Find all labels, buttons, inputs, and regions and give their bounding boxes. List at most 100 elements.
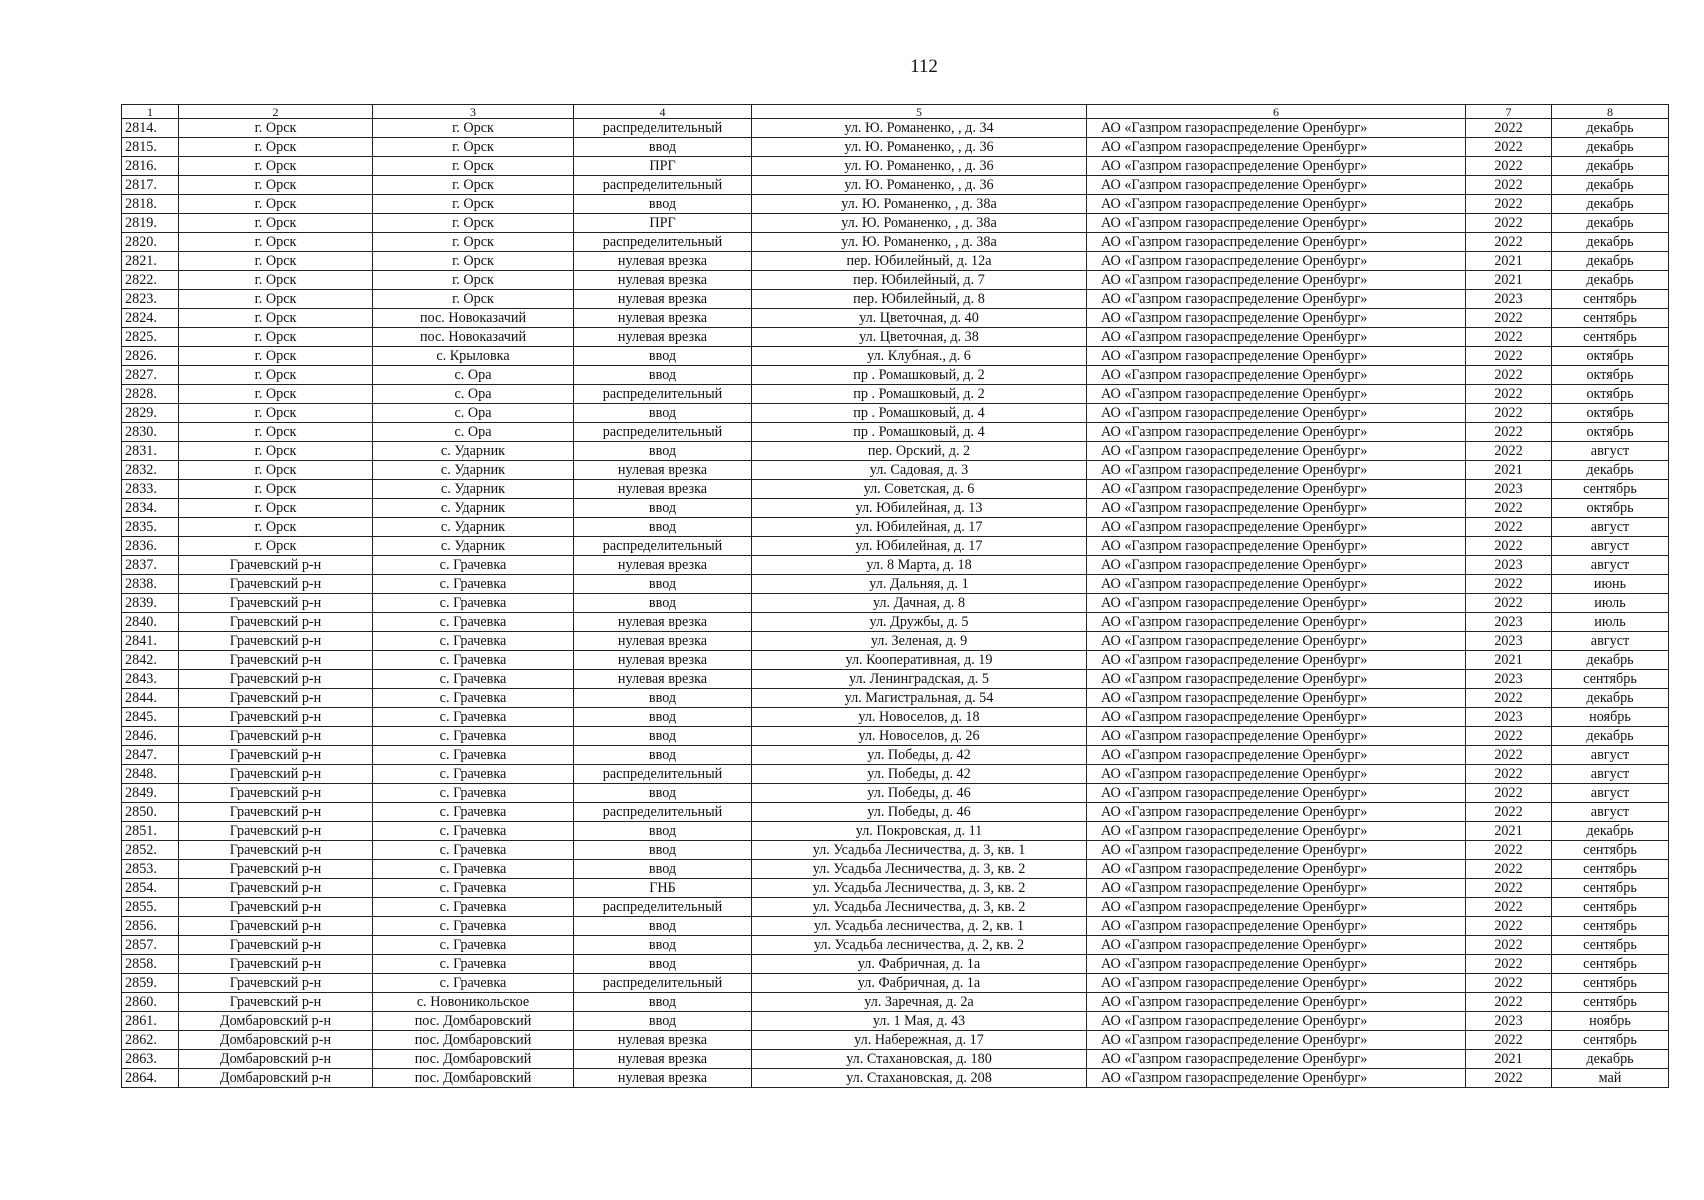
address-cell: ул. Зеленая, д. 9 (751, 631, 1087, 651)
district-cell: Домбаровский р-н (178, 1030, 373, 1050)
district-cell: Грачевский р-н (178, 688, 373, 708)
month-cell: декабрь (1551, 137, 1669, 157)
row-number-cell: 2821. (121, 251, 179, 271)
month-cell: декабрь (1551, 232, 1669, 252)
month-cell: октябрь (1551, 384, 1669, 404)
organization-cell: АО «Газпром газораспределение Оренбург» (1086, 175, 1466, 195)
address-cell: ул. Победы, д. 46 (751, 802, 1087, 822)
settlement-cell: с. Ударник (372, 517, 574, 537)
pipeline-type-cell: ввод (573, 821, 752, 841)
address-cell: ул. Заречная, д. 2а (751, 992, 1087, 1012)
settlement-cell: г. Орск (372, 137, 574, 157)
organization-cell: АО «Газпром газораспределение Оренбург» (1086, 612, 1466, 632)
row-number-cell: 2824. (121, 308, 179, 328)
year-cell: 2022 (1465, 574, 1552, 594)
district-cell: г. Орск (178, 137, 373, 157)
row-number-cell: 2844. (121, 688, 179, 708)
row-number-cell: 2845. (121, 707, 179, 727)
year-cell: 2022 (1465, 308, 1552, 328)
address-cell: ул. Усадьба Лесничества, д. 3, кв. 2 (751, 878, 1087, 898)
year-cell: 2022 (1465, 764, 1552, 784)
address-cell: ул. Юбилейная, д. 13 (751, 498, 1087, 518)
settlement-cell: с. Грачевка (372, 669, 574, 689)
address-cell: ул. Усадьба лесничества, д. 2, кв. 1 (751, 916, 1087, 936)
settlement-cell: с. Грачевка (372, 821, 574, 841)
settlement-cell: г. Орск (372, 213, 574, 233)
pipeline-type-cell: ввод (573, 593, 752, 613)
organization-cell: АО «Газпром газораспределение Оренбург» (1086, 137, 1466, 157)
address-cell: ул. Ю. Романенко, , д. 36 (751, 156, 1087, 176)
month-cell: декабрь (1551, 194, 1669, 214)
district-cell: г. Орск (178, 498, 373, 518)
district-cell: Грачевский р-н (178, 859, 373, 879)
pipeline-type-cell: нулевая врезка (573, 251, 752, 271)
district-cell: Грачевский р-н (178, 992, 373, 1012)
year-cell: 2022 (1465, 118, 1552, 138)
pipeline-type-cell: ПРГ (573, 156, 752, 176)
pipeline-type-cell: распределительный (573, 973, 752, 993)
district-cell: Грачевский р-н (178, 669, 373, 689)
district-cell: Грачевский р-н (178, 612, 373, 632)
district-cell: Грачевский р-н (178, 897, 373, 917)
organization-cell: АО «Газпром газораспределение Оренбург» (1086, 631, 1466, 651)
year-cell: 2022 (1465, 232, 1552, 252)
address-cell: ул. Клубная., д. 6 (751, 346, 1087, 366)
address-cell: пр . Ромашковый, д. 2 (751, 384, 1087, 404)
month-cell: декабрь (1551, 726, 1669, 746)
settlement-cell: с. Грачевка (372, 783, 574, 803)
organization-cell: АО «Газпром газораспределение Оренбург» (1086, 270, 1466, 290)
address-cell: ул. Цветочная, д. 40 (751, 308, 1087, 328)
settlement-cell: пос. Домбаровский (372, 1030, 574, 1050)
organization-cell: АО «Газпром газораспределение Оренбург» (1086, 1030, 1466, 1050)
month-cell: сентябрь (1551, 289, 1669, 309)
settlement-cell: с. Грачевка (372, 859, 574, 879)
pipeline-type-cell: нулевая врезка (573, 650, 752, 670)
row-number-cell: 2840. (121, 612, 179, 632)
column-header-3: 3 (372, 104, 574, 119)
settlement-cell: г. Орск (372, 194, 574, 214)
district-cell: г. Орск (178, 460, 373, 480)
organization-cell: АО «Газпром газораспределение Оренбург» (1086, 327, 1466, 347)
district-cell: Грачевский р-н (178, 878, 373, 898)
month-cell: август (1551, 536, 1669, 556)
month-cell: сентябрь (1551, 308, 1669, 328)
district-cell: Грачевский р-н (178, 840, 373, 860)
organization-cell: АО «Газпром газораспределение Оренбург» (1086, 707, 1466, 727)
month-cell: декабрь (1551, 1049, 1669, 1069)
pipeline-type-cell: ПРГ (573, 213, 752, 233)
year-cell: 2021 (1465, 650, 1552, 670)
pipeline-type-cell: нулевая врезка (573, 669, 752, 689)
column-header-8: 8 (1551, 104, 1669, 119)
organization-cell: АО «Газпром газораспределение Оренбург» (1086, 1068, 1466, 1088)
district-cell: г. Орск (178, 118, 373, 138)
pipeline-type-cell: нулевая врезка (573, 612, 752, 632)
address-cell: пр . Ромашковый, д. 4 (751, 403, 1087, 423)
pipeline-type-cell: распределительный (573, 232, 752, 252)
year-cell: 2022 (1465, 593, 1552, 613)
district-cell: г. Орск (178, 194, 373, 214)
district-cell: г. Орск (178, 479, 373, 499)
settlement-cell: с. Ударник (372, 441, 574, 461)
organization-cell: АО «Газпром газораспределение Оренбург» (1086, 688, 1466, 708)
month-cell: сентябрь (1551, 935, 1669, 955)
district-cell: г. Орск (178, 289, 373, 309)
district-cell: г. Орск (178, 270, 373, 290)
row-number-cell: 2831. (121, 441, 179, 461)
row-number-cell: 2850. (121, 802, 179, 822)
settlement-cell: с. Ора (372, 384, 574, 404)
organization-cell: АО «Газпром газораспределение Оренбург» (1086, 802, 1466, 822)
year-cell: 2023 (1465, 707, 1552, 727)
pipeline-type-cell: ввод (573, 954, 752, 974)
row-number-cell: 2861. (121, 1011, 179, 1031)
district-cell: Домбаровский р-н (178, 1011, 373, 1031)
pipeline-type-cell: ввод (573, 498, 752, 518)
